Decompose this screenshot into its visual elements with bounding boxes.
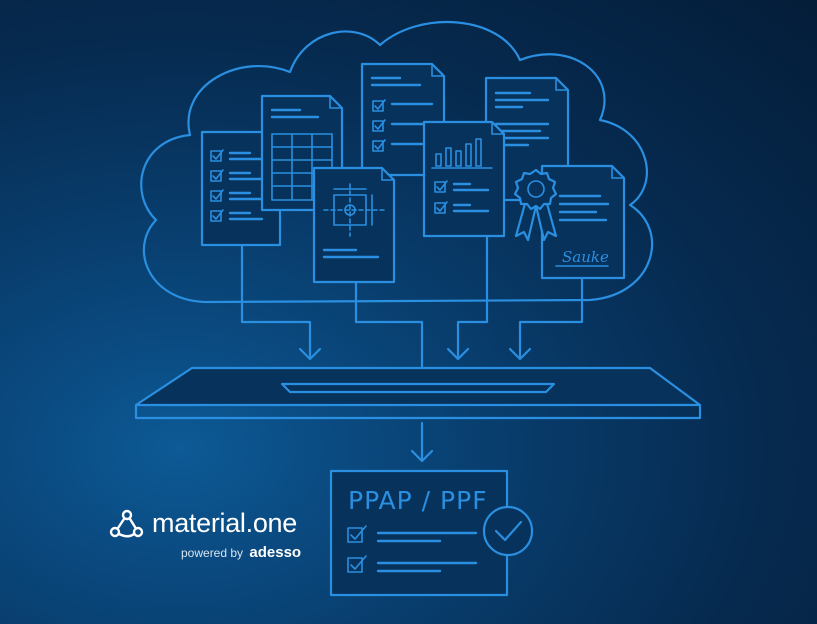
brand-tagline: powered by adesso xyxy=(181,544,301,561)
cloud-outline xyxy=(140,20,654,304)
approved-check-icon xyxy=(482,505,534,557)
tagline-company: adesso xyxy=(249,544,302,561)
result-connector xyxy=(410,421,434,463)
certificate-seal-icon xyxy=(513,168,558,242)
ppap-result-document: PPAP / PPF xyxy=(329,469,534,597)
signature: Sauke xyxy=(562,248,609,266)
checklist-document-left xyxy=(200,130,282,247)
molecule-logo-icon xyxy=(109,509,144,538)
signed-document: Sauke xyxy=(540,164,626,280)
processing-platform xyxy=(134,366,702,420)
tagline-prefix: powered by xyxy=(181,546,244,560)
technical-drawing-document xyxy=(312,166,396,284)
document-connectors xyxy=(240,235,584,398)
ppap-title: PPAP / PPF xyxy=(348,486,488,515)
chart-document xyxy=(422,120,506,238)
brand-name: material.one xyxy=(152,508,297,538)
material-one-logo: material.one powered by adesso xyxy=(108,506,318,566)
